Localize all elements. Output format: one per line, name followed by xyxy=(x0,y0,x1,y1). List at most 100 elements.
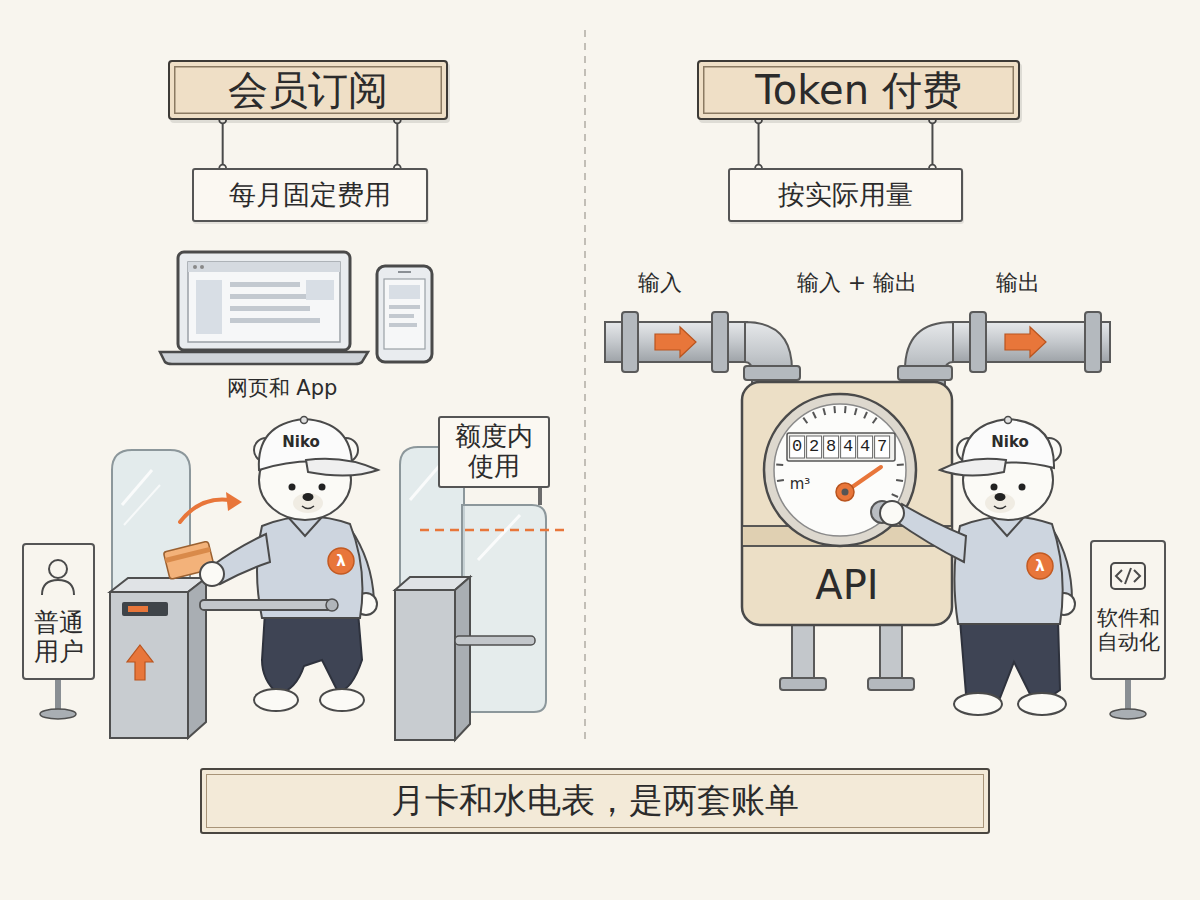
turnstile xyxy=(395,447,570,740)
gas-meter xyxy=(880,620,902,682)
laptop-icon xyxy=(230,282,300,287)
turnstile xyxy=(122,602,168,616)
sign-stand xyxy=(55,680,61,712)
sign-text: 每月固定费用 xyxy=(229,179,391,211)
device-label: 网页和 App xyxy=(227,376,338,401)
gas-meter xyxy=(858,436,873,458)
laptop-icon xyxy=(196,280,222,334)
sign-text: 会员订阅 xyxy=(228,66,388,114)
polar-bear xyxy=(995,493,1006,501)
turnstile xyxy=(462,505,546,712)
caption-banner: 月卡和水电表，是两套账单 xyxy=(200,768,990,834)
turnstile xyxy=(538,488,542,505)
polar-bear xyxy=(306,459,378,476)
counter-reading: 028447 xyxy=(792,436,894,458)
unit-label: m³ xyxy=(790,475,811,493)
polar-bear xyxy=(1005,417,1012,424)
laptop-icon xyxy=(160,352,368,364)
gas-meter xyxy=(868,678,914,690)
gas-meter xyxy=(855,408,857,415)
turnstile xyxy=(478,515,520,560)
polar-bear xyxy=(994,506,1006,509)
sign-stand xyxy=(1110,709,1146,719)
pipe xyxy=(744,366,800,380)
turnstile xyxy=(455,577,470,740)
gas-meter xyxy=(844,406,847,413)
quota-sign: 额度内 使用 xyxy=(438,416,550,488)
laptop-icon xyxy=(178,252,350,350)
polar-bear xyxy=(319,484,326,491)
pipe xyxy=(1085,312,1101,372)
polar-bear xyxy=(226,492,242,511)
connector-group xyxy=(223,120,933,168)
pipe xyxy=(970,312,986,372)
subheader-sign: 每月固定费用 xyxy=(192,168,428,222)
user-type-sign: 普通 用户 xyxy=(22,543,95,680)
pipe xyxy=(712,312,728,372)
api-meter: 028447 m³ API xyxy=(742,382,952,625)
turnstile xyxy=(110,592,188,738)
laptop-icon xyxy=(188,262,340,342)
turnstile xyxy=(400,447,464,590)
polar-bear xyxy=(293,493,323,513)
hanging-chain xyxy=(222,120,224,168)
polar-bear xyxy=(991,484,998,491)
polar-bear xyxy=(200,562,224,586)
flow-label: 输入 + 输出 xyxy=(797,270,917,296)
turnstile xyxy=(110,450,206,738)
divider-line xyxy=(584,30,586,745)
user-icon xyxy=(42,560,74,595)
pipe xyxy=(605,312,800,386)
polar-bear xyxy=(960,620,1060,699)
polar-bear xyxy=(880,417,1075,716)
polar-bear xyxy=(320,689,364,711)
pipe xyxy=(655,327,696,357)
polar-bear xyxy=(1018,693,1066,715)
laptop-icon xyxy=(200,265,204,269)
gas-meter xyxy=(875,436,890,458)
sign-stand xyxy=(1110,680,1146,719)
gas-meter xyxy=(873,418,877,424)
gas-meter xyxy=(842,489,849,496)
flow-label: 输入 xyxy=(638,270,682,296)
cap-text: Niko xyxy=(991,433,1029,451)
phone-icon xyxy=(384,279,425,349)
flow-label: 输出 xyxy=(996,270,1040,296)
laptop-icon xyxy=(193,265,197,269)
api-label: API xyxy=(815,561,878,609)
turnstile xyxy=(127,645,153,680)
laptop-icon xyxy=(188,262,340,272)
gas-meter xyxy=(790,436,805,458)
laptop-icon xyxy=(160,252,368,364)
polar-bear xyxy=(180,499,230,522)
phone-icon xyxy=(389,285,420,299)
gas-meter xyxy=(833,406,836,413)
gas-meter xyxy=(776,406,904,497)
gas-meter xyxy=(742,382,952,625)
phone-icon xyxy=(389,314,414,318)
polar-bear xyxy=(954,693,1002,715)
gas-meter xyxy=(787,433,895,461)
polar-bear xyxy=(940,459,1006,476)
logo-mark: λ xyxy=(1035,557,1045,575)
turnstile xyxy=(395,590,455,740)
gas-meter xyxy=(776,463,783,466)
turnstile xyxy=(420,529,570,532)
header-sign: Token 付费 xyxy=(697,60,1020,120)
sign-text: 普通 用户 xyxy=(34,609,84,667)
polar-bear xyxy=(262,612,362,694)
sign-text: 软件和 自动化 xyxy=(1097,606,1160,654)
user-icon xyxy=(42,580,74,595)
polar-bear xyxy=(163,417,378,712)
gas-meter xyxy=(824,436,839,458)
cap-text: Niko xyxy=(282,433,320,451)
phone-icon xyxy=(398,271,411,273)
phone-icon xyxy=(389,305,420,309)
caption-text: 月卡和水电表，是两套账单 xyxy=(391,778,799,824)
phone-icon xyxy=(377,266,432,362)
phone-icon xyxy=(389,323,417,327)
phone-icon xyxy=(377,266,432,362)
polar-bear xyxy=(954,516,1062,624)
